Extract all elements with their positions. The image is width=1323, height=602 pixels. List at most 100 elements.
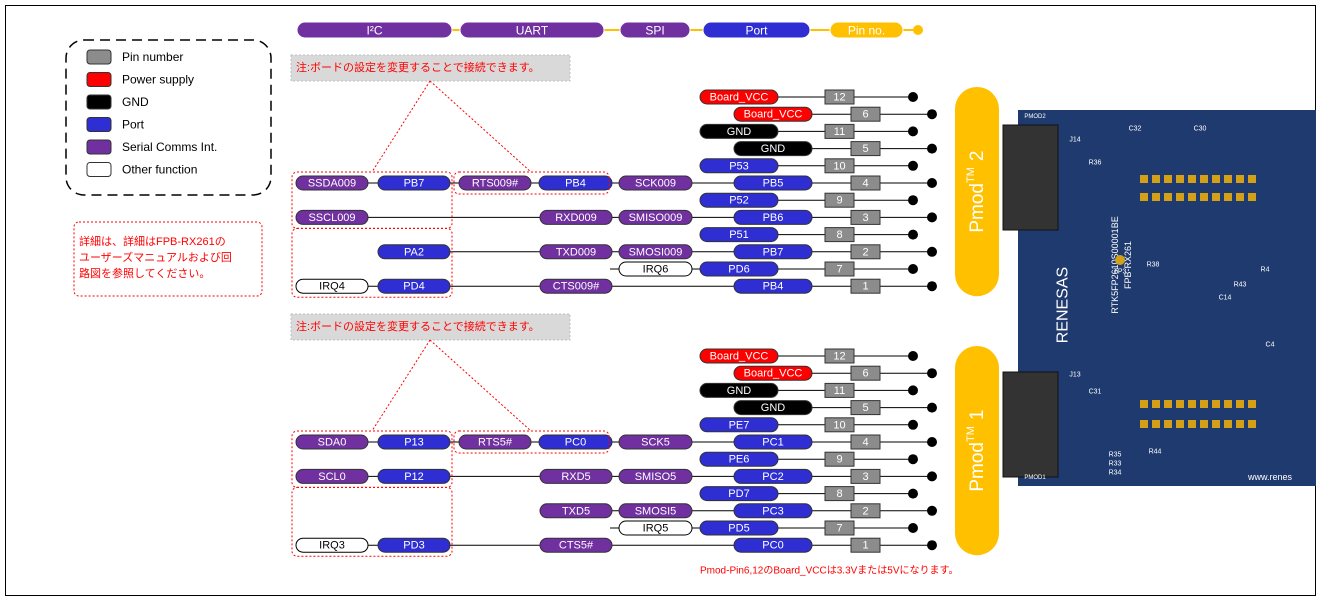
board-ref-c14: C14: [1219, 295, 1232, 302]
detail-note-line-1: ユーザーズマニュアルおよび回: [79, 250, 232, 264]
pmod2-row-7-pin: [824, 261, 855, 277]
pcb-pad: [1224, 420, 1232, 428]
pmod2-row-9-main: [699, 192, 779, 208]
board-ref-c31: C31: [1089, 389, 1102, 396]
pmod2-row-2-dot: [927, 246, 937, 257]
pmod2-row-3-main-label: PB6: [763, 212, 784, 224]
pcb-pad: [1176, 420, 1184, 428]
pmod2-note-link-b: [429, 80, 532, 173]
pmod2-row-2-main: [733, 244, 813, 260]
legend-label-pin: Pin number: [122, 50, 183, 64]
pmod2-row-12-dot: [908, 92, 918, 102]
pcb-pad: [1212, 420, 1220, 428]
pmod1-row-1-uart: [539, 537, 613, 553]
pmod1-row-3-port2-label: P12: [404, 471, 424, 483]
pmod2-row-4-i2c: [295, 175, 369, 191]
pmod1-label-group: PmodTM1: [965, 410, 988, 492]
pmod2-row-11-main: [699, 123, 779, 139]
pmod2-row-12-pin: [824, 89, 855, 105]
pmod2-row-1-pin-label: 1: [862, 281, 868, 293]
pmod1-row-2-main-label: PC3: [762, 505, 783, 517]
board-model-group: FPB-RX261: [1123, 241, 1133, 289]
header-label-1: UART: [516, 24, 549, 38]
header-label-4: Pin no.: [848, 24, 885, 38]
pmod1-row-1-main: [733, 537, 813, 553]
detail-note-line-0: 詳細は、詳細はFPB-RX261の: [79, 234, 226, 248]
board-ref-j13: J13: [1069, 372, 1080, 379]
pmod2-row-2-port2-label: PA2: [404, 246, 424, 258]
pmod2-row-8-pin-label: 8: [836, 229, 842, 241]
pmod2-row-4-extra-port: [538, 175, 613, 191]
pmod2-i2c-group: [291, 171, 453, 229]
board-ref-c4: C4: [1266, 342, 1275, 349]
pmod1-i2c-group: [291, 430, 453, 488]
board-tp: TP3: [1114, 269, 1127, 276]
pmod1-row-6-pin-label: 6: [862, 368, 868, 380]
pcb-pad: [1176, 400, 1184, 408]
header-pill-2: [619, 21, 691, 39]
board-url: www.renes: [1247, 472, 1293, 482]
pmod1-row-7-other: [618, 520, 693, 536]
pmod1-row-10-pin-label: 10: [833, 419, 845, 431]
pcb-pad: [1248, 175, 1256, 183]
pmod1-row-11-dot: [908, 385, 918, 396]
pmod2-note-link-a: [371, 80, 431, 173]
pcb-pad: [1212, 400, 1220, 408]
pmod1-row-3-dot: [927, 471, 937, 482]
pmod1-row-8-pin: [824, 486, 855, 502]
pmod2-row-6-pin: [850, 106, 881, 122]
pcb-pad: [1248, 400, 1256, 408]
pmod1-row-4-main-label: PC1: [762, 437, 783, 449]
pmod2-row-4-extra-comms-label: RTS009#: [472, 178, 519, 190]
pmod1-setting-note-box: [290, 313, 571, 341]
pcb-pad: [1140, 400, 1148, 408]
pcb-pad: [1176, 175, 1184, 183]
pmod2-row-1-port2: [377, 278, 451, 294]
pmod1-row-3-pin-label: 3: [862, 471, 868, 483]
board-ref-r35: R35: [1109, 452, 1122, 459]
legend-swatch-other: [86, 162, 112, 177]
header-label-0: I²C: [367, 24, 383, 38]
pmod2-row-3-pin-label: 3: [862, 212, 868, 224]
pmod1-row-3-spi: [618, 468, 693, 484]
pmod1-row-5-dot: [927, 402, 937, 413]
pmod2-row-1-other-label: IRQ4: [319, 281, 345, 293]
pmod2-row-3-uart-label: RXD009: [555, 212, 597, 224]
pcb-pad: [1224, 175, 1232, 183]
pmod2-row-12-main-label: Board_VCC: [710, 92, 769, 104]
pcb-pad: [1176, 193, 1184, 201]
board-ref-r38: R38: [1147, 262, 1160, 269]
board-pmod1-label: PMOD1: [1024, 475, 1046, 481]
pmod2-connector: [1002, 124, 1059, 231]
pmod2-row-8-pin: [824, 227, 855, 243]
pmod2-row-5-dot: [927, 143, 937, 154]
header-pill-3: [702, 21, 811, 39]
legend-swatch-power: [86, 72, 112, 87]
header-pill-4: [829, 21, 904, 39]
pcb-pad: [1236, 400, 1244, 408]
pmod2-row-12-pin-label: 12: [833, 92, 845, 104]
pmod1-row-3-uart: [539, 468, 613, 484]
pmod2-row-2-pin: [850, 244, 881, 260]
pmod2-row-4-spi: [618, 175, 693, 191]
pmod2-row-1-main-label: PB4: [763, 281, 784, 293]
pcb-pad: [1140, 193, 1148, 201]
pmod1-row-11-pin-label: 11: [834, 385, 845, 397]
header-label-2: SPI: [645, 24, 664, 38]
pcb-pad: [1140, 420, 1148, 428]
pmod2-row-11-pin-label: 11: [834, 126, 845, 138]
pmod2-row-5-pin: [850, 141, 881, 157]
pcb-pad: [1236, 420, 1244, 428]
pmod1-row-12-pin: [824, 348, 855, 364]
pcb-pad: [1248, 420, 1256, 428]
pmod2-row-2-spi-label: SMOSI009: [629, 246, 683, 258]
pmod2-row-5-pin-label: 5: [862, 143, 868, 155]
pmod1-row-9-main: [699, 451, 779, 467]
pmod1-row-3-i2c-label: SCL0: [318, 471, 346, 483]
pmod2-row-10-dot: [908, 160, 918, 171]
board-ref-r44: R44: [1149, 449, 1162, 456]
pmod2-row-4-pin: [850, 175, 881, 191]
pmod1-row-4-spi: [618, 434, 693, 450]
pmod1-row-1-main-label: PC0: [762, 540, 783, 552]
pmod2-row-3-i2c: [295, 209, 369, 225]
